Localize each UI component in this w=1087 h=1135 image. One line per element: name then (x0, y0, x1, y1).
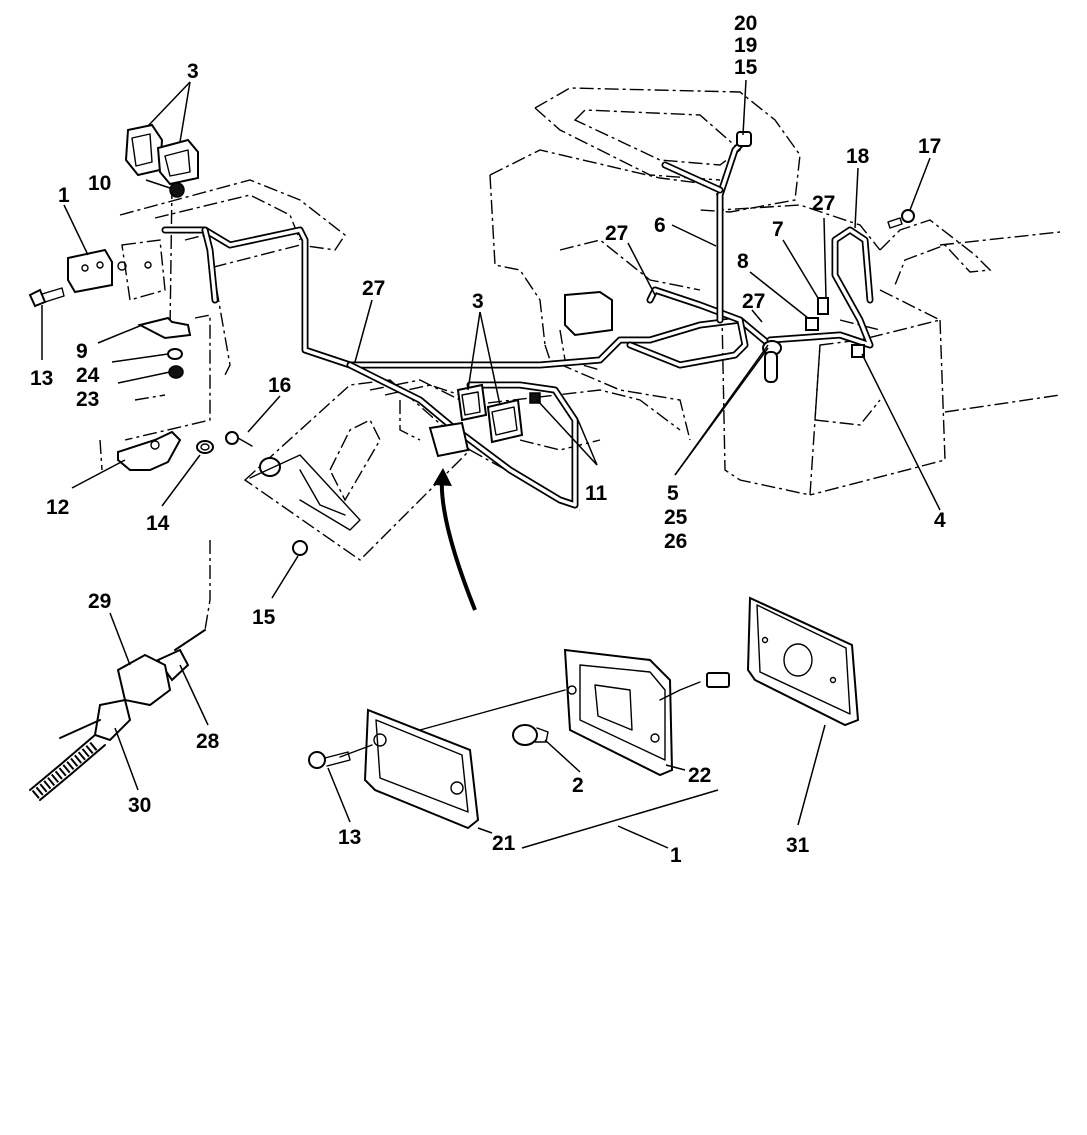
callout-1-left: 1 (58, 184, 70, 207)
leader-lines (41, 79, 941, 849)
marker-light-3-center (428, 383, 541, 458)
direction-arrow (433, 468, 477, 611)
lamp-housing-22 (563, 648, 730, 777)
nut-15-bottom (292, 540, 308, 556)
callout-15-bottom: 15 (252, 606, 276, 629)
callout-18: 18 (846, 145, 870, 168)
callout-3-top-left: 3 (187, 60, 199, 83)
trailer-cable (29, 540, 211, 801)
callout-4: 4 (934, 509, 946, 532)
module-box (564, 290, 613, 337)
callout-2: 2 (572, 774, 584, 797)
callout-27-right-top: 27 (812, 192, 835, 215)
lamp-assembly-1-left (67, 248, 152, 294)
wiring-harness (161, 136, 874, 509)
callout-5: 5 (667, 482, 679, 505)
callout-19: 19 (734, 34, 757, 57)
callout-8: 8 (737, 250, 749, 273)
callout-23: 23 (76, 388, 99, 411)
callout-17: 17 (918, 135, 941, 158)
callout-21: 21 (492, 832, 516, 855)
callout-31: 31 (786, 834, 810, 857)
exploded-guides (339, 689, 566, 758)
connector-8 (805, 317, 819, 331)
callout-10: 10 (88, 172, 111, 195)
callout-22: 22 (688, 764, 711, 787)
bolt-16 (225, 431, 253, 447)
callout-20: 20 (734, 12, 757, 35)
callout-6: 6 (654, 214, 666, 237)
callout-27-right: 27 (742, 290, 765, 313)
marker-light-3-top-left (124, 123, 199, 186)
nut-23 (168, 365, 184, 379)
callout-25: 25 (664, 506, 688, 529)
connector-7 (817, 297, 829, 315)
gasket-31 (746, 596, 860, 727)
callout-27-left: 27 (362, 277, 385, 300)
callout-labels: 3 10 1 13 9 24 23 12 14 16 15 27 3 11 27… (30, 12, 946, 867)
clamp-5 (762, 340, 782, 383)
bolt-17 (887, 209, 915, 229)
callout-16: 16 (268, 374, 291, 397)
grommet-14 (196, 440, 214, 454)
callout-13-left: 13 (30, 367, 53, 390)
callout-9: 9 (76, 340, 88, 363)
bracket-9 (137, 316, 192, 340)
callout-15-top: 15 (734, 56, 758, 79)
bolt-13-left (28, 287, 65, 308)
callout-11: 11 (585, 482, 608, 505)
callout-7: 7 (772, 218, 784, 241)
socket-mount (249, 454, 361, 531)
relay-4 (851, 344, 865, 358)
callout-13-bottom: 13 (338, 826, 361, 849)
callout-27-center: 27 (605, 222, 628, 245)
lens-21 (363, 708, 480, 830)
connector-12 (117, 430, 182, 471)
callout-12: 12 (46, 496, 69, 519)
clamp-15-top (736, 131, 752, 147)
washer-24 (167, 348, 183, 360)
callout-26: 26 (664, 530, 687, 553)
callout-28: 28 (196, 730, 220, 753)
callout-30: 30 (128, 794, 151, 817)
callout-29: 29 (88, 590, 111, 613)
callout-24: 24 (76, 364, 100, 387)
callout-1-bottom: 1 (670, 844, 682, 867)
washer-10 (169, 182, 185, 198)
bulb-2 (512, 724, 549, 746)
callout-14: 14 (146, 512, 170, 535)
bolt-13-bottom (308, 751, 351, 769)
callout-3-center: 3 (472, 290, 484, 313)
